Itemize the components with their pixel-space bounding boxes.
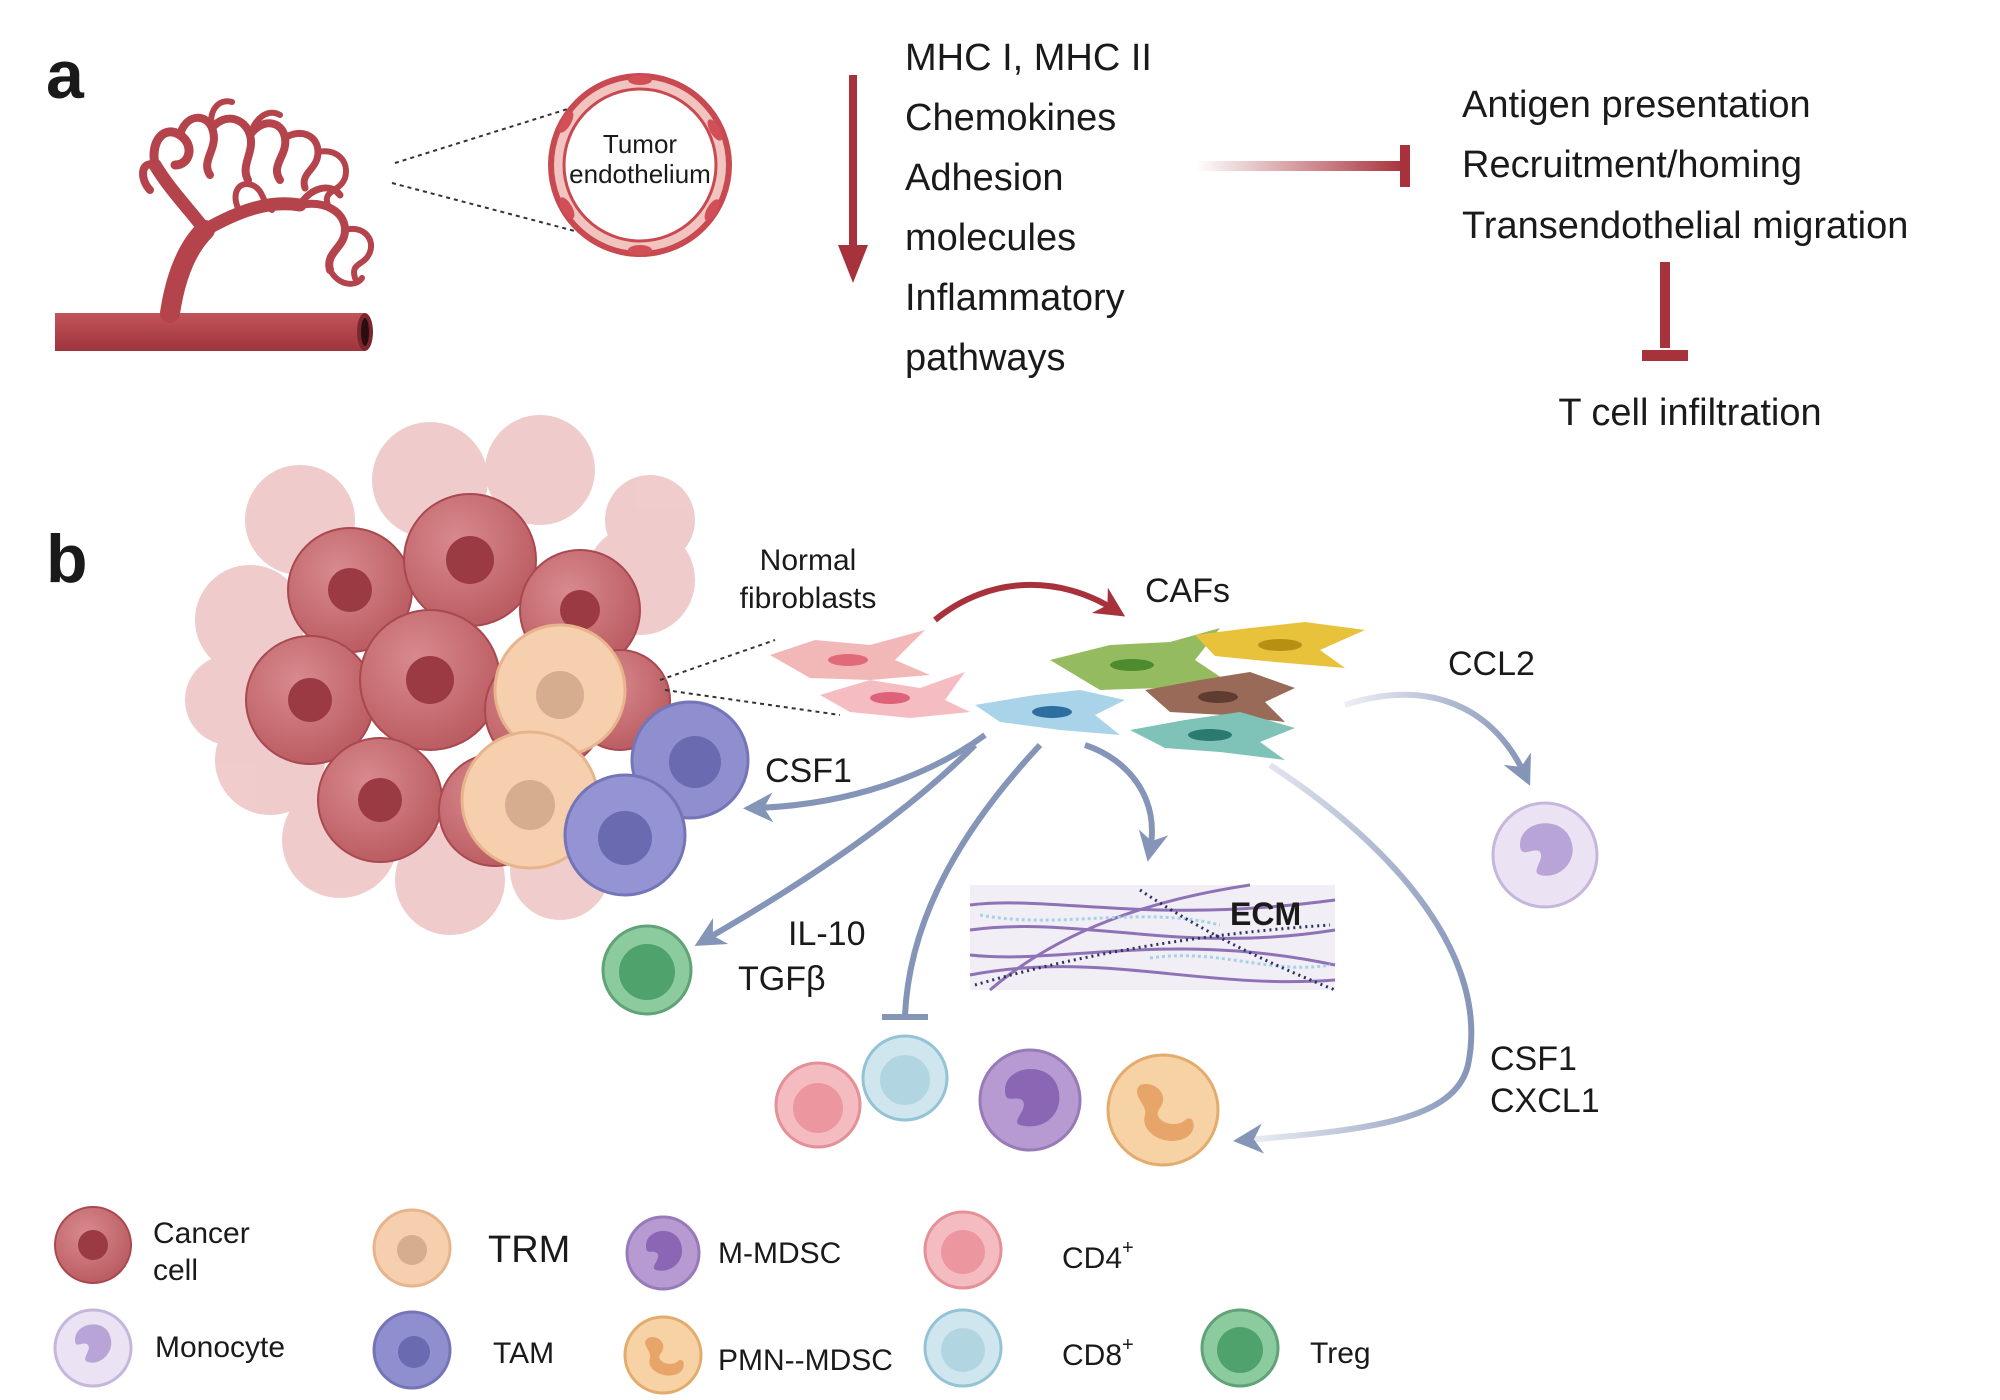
cafs-label: CAFs xyxy=(1145,572,1230,610)
treg-cell-icon xyxy=(601,924,693,1016)
legend-trm-label: TRM xyxy=(488,1229,570,1271)
il10-label: IL-10 xyxy=(788,915,866,953)
csf1-tam-arrow xyxy=(743,732,987,823)
down-item-chemokines: Chemokines xyxy=(905,97,1116,139)
tam-cells xyxy=(563,700,750,897)
t-cell-inhibition-line xyxy=(902,742,1043,1016)
ccl2-label: CCL2 xyxy=(1448,645,1535,683)
csf1-cxcl1-arrow xyxy=(1233,762,1475,1154)
tgfb-label: TGFβ xyxy=(738,960,826,998)
legend-cd4-icon xyxy=(923,1210,1003,1290)
tumor-mass-icon xyxy=(185,415,750,935)
legend-cancer-label-line2: cell xyxy=(153,1254,198,1287)
legend-pmn-mdsc-icon xyxy=(623,1315,703,1395)
normal-fibroblasts-label-line1: Normal xyxy=(760,544,857,577)
legend-cd8-icon xyxy=(923,1308,1003,1388)
t-cell-infiltration-label: T cell infiltration xyxy=(1558,392,1821,434)
legend-monocyte-label: Monocyte xyxy=(155,1331,285,1364)
inhibited-processes: Antigen presentation Recruitment/homing … xyxy=(1462,84,1908,247)
legend-cd8-superscript: + xyxy=(1122,1334,1134,1356)
ecm-icon xyxy=(969,883,1336,992)
blood-vessel-icon xyxy=(55,98,375,351)
panel-b-label: b xyxy=(46,521,88,597)
legend-pmn-mdsc-label: PMN--MDSC xyxy=(718,1344,893,1377)
tumor-endothelium-label-line2: endothelium xyxy=(569,159,711,189)
m-mdsc-cell-icon xyxy=(978,1048,1082,1152)
tumor-endothelium-label-line1: Tumor xyxy=(603,129,677,159)
legend-cd4-label: CD4+ xyxy=(1062,1237,1134,1275)
down-item-inflammatory: Inflammatory xyxy=(905,277,1125,319)
legend-treg-icon xyxy=(1200,1308,1280,1388)
fibroblast-zoom-lines xyxy=(659,639,841,716)
ccl2-arrow xyxy=(1344,691,1531,786)
zoom-lines xyxy=(391,101,591,236)
legend-cd4-superscript: + xyxy=(1122,1237,1134,1259)
legend-tam-icon xyxy=(372,1310,452,1390)
legend-cd8-text: CD8 xyxy=(1062,1339,1122,1372)
legend: Cancer cell Monocyte TRM TAM M-MDSC xyxy=(53,1206,1371,1395)
tumor-endothelium-icon xyxy=(548,73,732,257)
legend-m-mdsc-label: M-MDSC xyxy=(718,1237,841,1270)
cd4-t-cell-icon xyxy=(774,1061,862,1149)
legend-trm-icon xyxy=(372,1208,452,1288)
activation-arrow xyxy=(933,581,1126,623)
downregulation-arrow xyxy=(838,75,868,283)
process-recruitment: Recruitment/homing xyxy=(1462,144,1802,186)
process-transendothelial: Transendothelial migration xyxy=(1462,205,1908,247)
legend-cd8-label: CD8+ xyxy=(1062,1334,1134,1372)
down-item-adhesion: Adhesion xyxy=(905,157,1063,199)
ecm-arrow xyxy=(1084,742,1169,862)
legend-m-mdsc-icon xyxy=(625,1215,701,1291)
down-item-molecules: molecules xyxy=(905,217,1076,259)
legend-monocyte-icon xyxy=(53,1308,133,1388)
down-item-pathways: pathways xyxy=(905,337,1066,379)
csf1-mdsc-label: CSF1 xyxy=(1490,1040,1577,1078)
csf1-tam-label: CSF1 xyxy=(765,752,852,790)
down-item-mhc: MHC I, MHC II xyxy=(905,37,1152,79)
inhibition-arrow-vertical xyxy=(1642,262,1688,361)
cd8-t-cell-icon xyxy=(861,1034,949,1122)
panel-a-label: a xyxy=(46,37,85,113)
cxcl1-label: CXCL1 xyxy=(1490,1082,1600,1120)
pmn-mdsc-cell-icon xyxy=(1106,1053,1220,1167)
normal-fibroblast-icon xyxy=(770,630,970,718)
legend-cd4-text: CD4 xyxy=(1062,1242,1122,1275)
legend-tam-label: TAM xyxy=(493,1337,554,1370)
inhibition-arrow-horizontal xyxy=(1195,145,1410,187)
downregulated-list: MHC I, MHC II Chemokines Adhesion molecu… xyxy=(905,37,1152,379)
process-antigen-presentation: Antigen presentation xyxy=(1462,84,1811,126)
legend-treg-label: Treg xyxy=(1310,1337,1371,1370)
cafs-icon xyxy=(975,622,1365,760)
monocyte-cell-icon xyxy=(1491,801,1599,909)
il10-tgfb-arrow xyxy=(694,742,978,947)
ecm-label: ECM xyxy=(1230,896,1301,932)
legend-cancer-label-line1: Cancer xyxy=(153,1217,250,1250)
legend-cancer-cell-icon xyxy=(54,1206,132,1284)
normal-fibroblasts-label-line2: fibroblasts xyxy=(740,582,877,615)
